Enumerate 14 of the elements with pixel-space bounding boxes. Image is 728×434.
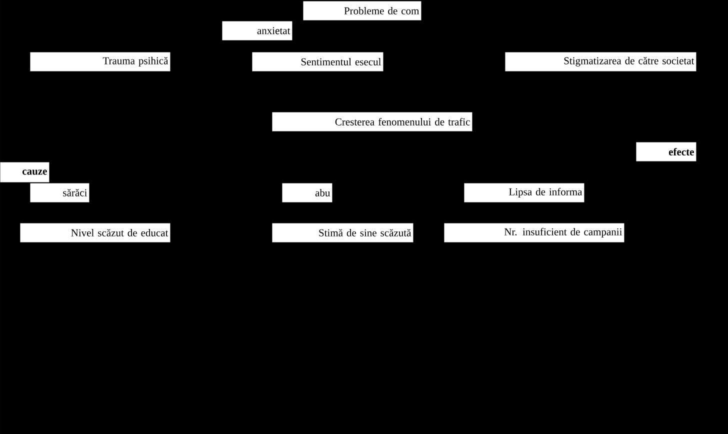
text-box: Nr. insuficient de campanii xyxy=(444,223,624,242)
text-box: abu xyxy=(282,183,332,202)
text-box: anxietat xyxy=(222,21,292,40)
text-box: sărăci xyxy=(30,183,90,202)
heading-box: cauze xyxy=(0,162,50,182)
text-box: Lipsa de informa xyxy=(464,183,584,202)
text-box: Trauma psihică xyxy=(30,52,170,72)
text-box: Probleme de com xyxy=(303,1,422,20)
heading-box: efecte xyxy=(636,142,696,162)
text-box: Stigmatizarea de către societat xyxy=(505,52,696,72)
text-box: Stimă de sine scăzută xyxy=(272,223,414,242)
text-box: Sentimentul esecul xyxy=(252,52,384,72)
text-box: Cresterea fenomenului de trafic xyxy=(272,112,472,132)
text-box: Nivel scăzut de educat xyxy=(20,223,170,242)
